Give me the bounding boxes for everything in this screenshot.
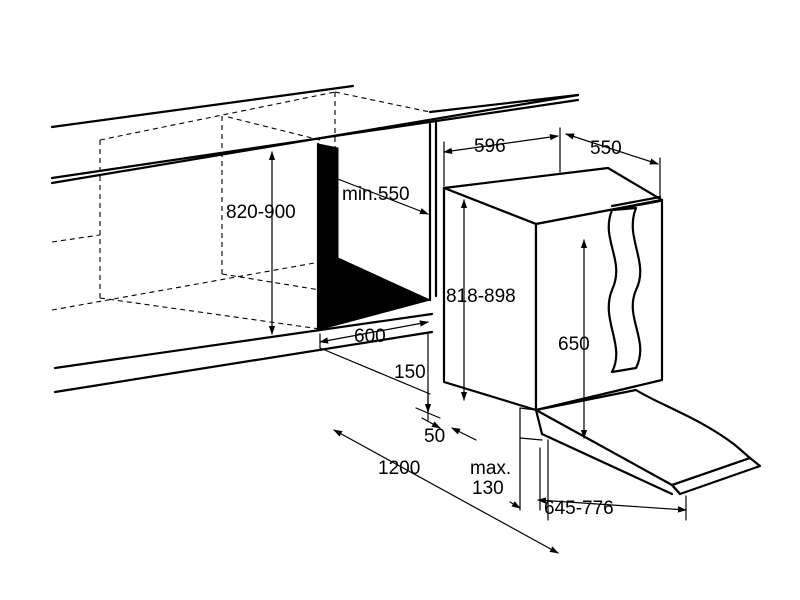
dimension-labels: 820-900 min.550 600 596 550 818-898 650 …	[226, 136, 622, 519]
worktop	[50, 84, 580, 185]
label-door-clearance: 1200	[378, 458, 420, 479]
dimension-lines	[268, 127, 687, 554]
label-plinth-offset: 50	[424, 426, 445, 447]
label-niche-height: 820-900	[226, 202, 296, 223]
label-min-depth: min.550	[342, 184, 410, 205]
label-open-door-range: 645-776	[544, 498, 614, 519]
niche	[316, 120, 438, 332]
label-max: max.	[470, 458, 511, 479]
label-plinth-height: 150	[394, 362, 426, 383]
label-appliance-width: 596	[474, 136, 506, 157]
label-appliance-depth: 550	[590, 138, 622, 159]
open-door	[519, 388, 762, 496]
label-door-height: 650	[558, 334, 590, 355]
label-appliance-height: 818-898	[446, 286, 516, 307]
niche-shadow	[317, 143, 432, 331]
label-max-value: 130	[472, 478, 504, 499]
label-niche-width: 600	[354, 326, 386, 347]
